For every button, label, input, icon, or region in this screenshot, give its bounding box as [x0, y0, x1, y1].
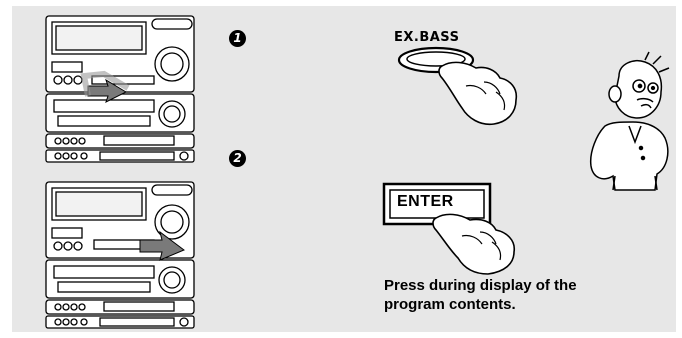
pointing-hand-icon: [432, 213, 516, 275]
caption-line-2: program contents.: [384, 296, 516, 313]
step-number-2: 2: [229, 150, 246, 167]
enter-button-label: ENTER: [397, 193, 454, 210]
step-number-1: 1: [229, 30, 246, 47]
stereo-system-icon: [45, 181, 195, 329]
surprised-man-icon: [589, 51, 670, 191]
pointing-hand-icon: [438, 61, 518, 126]
instruction-caption: Press during display of the program cont…: [384, 276, 682, 314]
stereo-system-icon: [45, 15, 195, 163]
enter-button: [382, 182, 492, 226]
exbass-button-label: EX.BASS: [394, 30, 460, 45]
caption-line-1: Press during display of the: [384, 277, 577, 294]
